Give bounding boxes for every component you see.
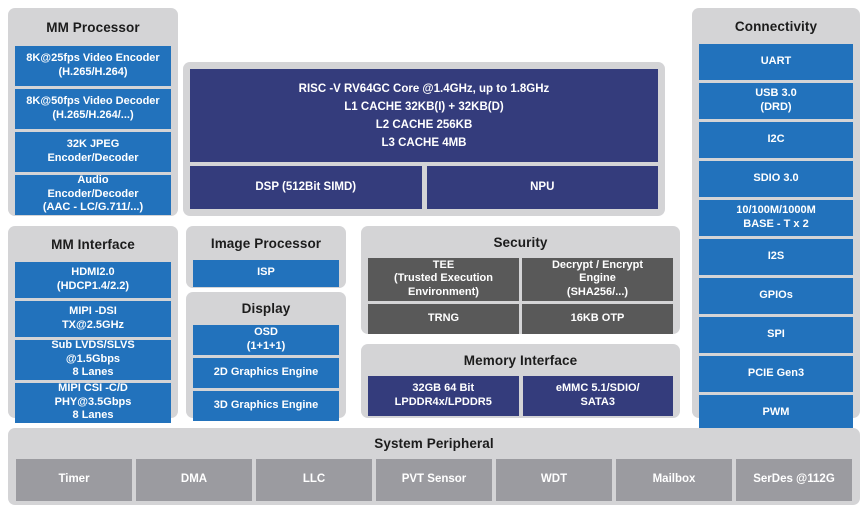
block-dsp[interactable]: DSP (512Bit SIMD)	[190, 166, 422, 209]
cpu-core-line-4: L3 CACHE 4MB	[381, 136, 467, 149]
block-list-image-processor: ISP	[186, 259, 346, 294]
panel-title-connectivity: Connectivity	[734, 19, 818, 34]
block-riscv-core[interactable]: RISC -V RV64GC Core @1.4GHz, up to 1.8GH…	[190, 69, 658, 162]
block-list-system-peripheral: Timer DMA LLC PVT Sensor WDT Mailbox Ser…	[8, 458, 860, 510]
block-3d-graphics-engine[interactable]: 3D Graphics Engine	[193, 390, 339, 421]
block-otp[interactable]: 16KB OTP	[522, 303, 673, 334]
block-osd[interactable]: OSD (1+1+1)	[193, 324, 339, 355]
block-npu[interactable]: NPU	[426, 166, 658, 209]
panel-memory-interface: Memory Interface 32GB 64 Bit LPDDR4x/LPD…	[361, 344, 680, 418]
panel-security: Security TEE (Trusted Execution Environm…	[361, 226, 680, 334]
block-ethernet[interactable]: 10/100M/1000M BASE - T x 2	[699, 199, 853, 236]
panel-system-peripheral: System Peripheral Timer DMA LLC PVT Sens…	[8, 428, 860, 505]
block-mailbox[interactable]: Mailbox	[616, 458, 732, 501]
panel-title-system-peripheral: System Peripheral	[374, 436, 494, 451]
cpu-core-line-1: RISC -V RV64GC Core @1.4GHz, up to 1.8GH…	[298, 82, 550, 95]
block-jpeg-codec[interactable]: 32K JPEG Encoder/Decoder	[15, 131, 171, 172]
block-emmc-sdio-sata[interactable]: eMMC 5.1/SDIO/ SATA3	[522, 375, 673, 416]
block-crypto-engine[interactable]: Decrypt / Encrypt Engine (SHA256/...)	[522, 257, 673, 301]
panel-title-security: Security	[493, 235, 548, 250]
block-video-decoder[interactable]: 8K@50fps Video Decoder (H.265/H.264/...)	[15, 88, 171, 129]
cpu-core-line-2: L1 CACHE 32KB(I) + 32KB(D)	[344, 100, 504, 113]
block-sub-lvds-slvs[interactable]: Sub LVDS/SLVS @1.5Gbps 8 Lanes	[15, 339, 171, 380]
panel-mm-processor: MM Processor 8K@25fps Video Encoder (H.2…	[8, 8, 178, 216]
block-wdt[interactable]: WDT	[496, 458, 612, 501]
block-list-memory-interface: 32GB 64 Bit LPDDR4x/LPDDR5 eMMC 5.1/SDIO…	[361, 375, 680, 423]
block-list-cpu: RISC -V RV64GC Core @1.4GHz, up to 1.8GH…	[183, 62, 665, 216]
block-tee[interactable]: TEE (Trusted Execution Environment)	[368, 257, 519, 301]
block-mipi-dsi[interactable]: MIPI -DSI TX@2.5GHz	[15, 300, 171, 337]
panel-image-processor: Image Processor ISP	[186, 226, 346, 288]
block-pvt-sensor[interactable]: PVT Sensor	[376, 458, 492, 501]
block-i2c[interactable]: I2C	[699, 121, 853, 158]
block-isp[interactable]: ISP	[193, 259, 339, 287]
block-list-security: TEE (Trusted Execution Environment) Decr…	[361, 257, 680, 341]
panel-title-mm-interface: MM Interface	[51, 237, 135, 252]
cpu-accelerator-row: DSP (512Bit SIMD) NPU	[190, 166, 658, 209]
cpu-core-line-3: L2 CACHE 256KB	[375, 118, 473, 131]
block-hdmi[interactable]: HDMI2.0 (HDCP1.4/2.2)	[15, 261, 171, 298]
panel-title-image-processor: Image Processor	[210, 236, 322, 251]
panel-display: Display OSD (1+1+1) 2D Graphics Engine 3…	[186, 292, 346, 421]
panel-connectivity: Connectivity UART USB 3.0 (DRD) I2C SDIO…	[692, 8, 860, 431]
block-trng[interactable]: TRNG	[368, 303, 519, 334]
block-llc[interactable]: LLC	[256, 458, 372, 501]
panel-title-display: Display	[241, 301, 291, 316]
block-pwm[interactable]: PWM	[699, 394, 853, 431]
panel-title-mm-processor: MM Processor	[46, 20, 140, 35]
block-list-display: OSD (1+1+1) 2D Graphics Engine 3D Graphi…	[186, 324, 346, 428]
panel-mm-interface: MM Interface HDMI2.0 (HDCP1.4/2.2) MIPI …	[8, 226, 178, 423]
block-uart[interactable]: UART	[699, 43, 853, 80]
block-sdio[interactable]: SDIO 3.0	[699, 160, 853, 197]
block-audio-codec[interactable]: Audio Encoder/Decoder (AAC - LC/G.711/..…	[15, 174, 171, 215]
block-list-connectivity: UART USB 3.0 (DRD) I2C SDIO 3.0 10/100M/…	[692, 43, 860, 438]
block-list-mm-processor: 8K@25fps Video Encoder (H.265/H.264) 8K@…	[8, 45, 178, 222]
block-spi[interactable]: SPI	[699, 316, 853, 353]
block-usb[interactable]: USB 3.0 (DRD)	[699, 82, 853, 119]
block-2d-graphics-engine[interactable]: 2D Graphics Engine	[193, 357, 339, 388]
block-gpios[interactable]: GPIOs	[699, 277, 853, 314]
block-mipi-csi[interactable]: MIPI CSI -C/D PHY@3.5Gbps 8 Lanes	[15, 382, 171, 423]
block-dma[interactable]: DMA	[136, 458, 252, 501]
block-timer[interactable]: Timer	[16, 458, 132, 501]
panel-title-memory-interface: Memory Interface	[463, 353, 578, 368]
panel-cpu-complex: RISC -V RV64GC Core @1.4GHz, up to 1.8GH…	[183, 62, 665, 216]
block-pcie[interactable]: PCIE Gen3	[699, 355, 853, 392]
block-list-mm-interface: HDMI2.0 (HDCP1.4/2.2) MIPI -DSI TX@2.5GH…	[8, 261, 178, 430]
block-i2s[interactable]: I2S	[699, 238, 853, 275]
block-serdes[interactable]: SerDes @112G	[736, 458, 852, 501]
block-lpddr[interactable]: 32GB 64 Bit LPDDR4x/LPDDR5	[368, 375, 519, 416]
block-video-encoder[interactable]: 8K@25fps Video Encoder (H.265/H.264)	[15, 45, 171, 86]
